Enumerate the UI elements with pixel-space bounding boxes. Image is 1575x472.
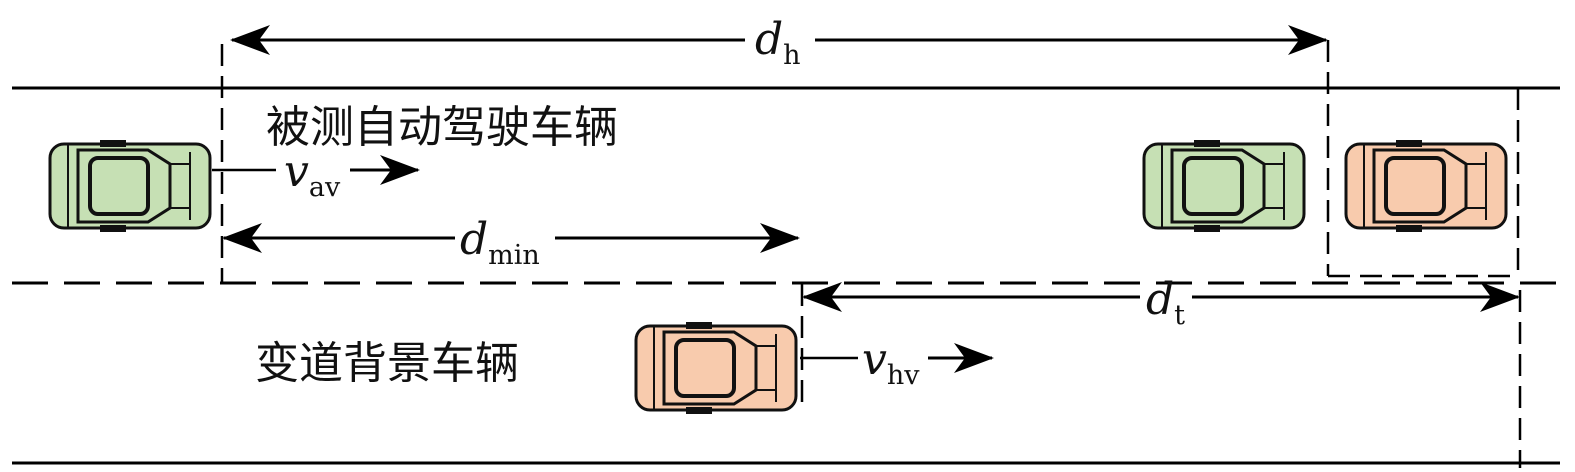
- dt-label: dt: [1146, 274, 1185, 331]
- background-vehicle-future: [1344, 138, 1508, 234]
- background-vehicle-current: [634, 320, 798, 416]
- autonomous-vehicle-future: [1142, 138, 1306, 234]
- vhv-label: vhv: [862, 334, 920, 391]
- dmin-label: dmin: [460, 214, 540, 271]
- background-vehicle-label: 变道背景车辆: [255, 338, 519, 389]
- vav-label: vav: [284, 146, 341, 203]
- test-vehicle-label: 被测自动驾驶车辆: [266, 102, 618, 153]
- autonomous-vehicle-current: [48, 138, 212, 234]
- dh-label: dh: [755, 14, 801, 71]
